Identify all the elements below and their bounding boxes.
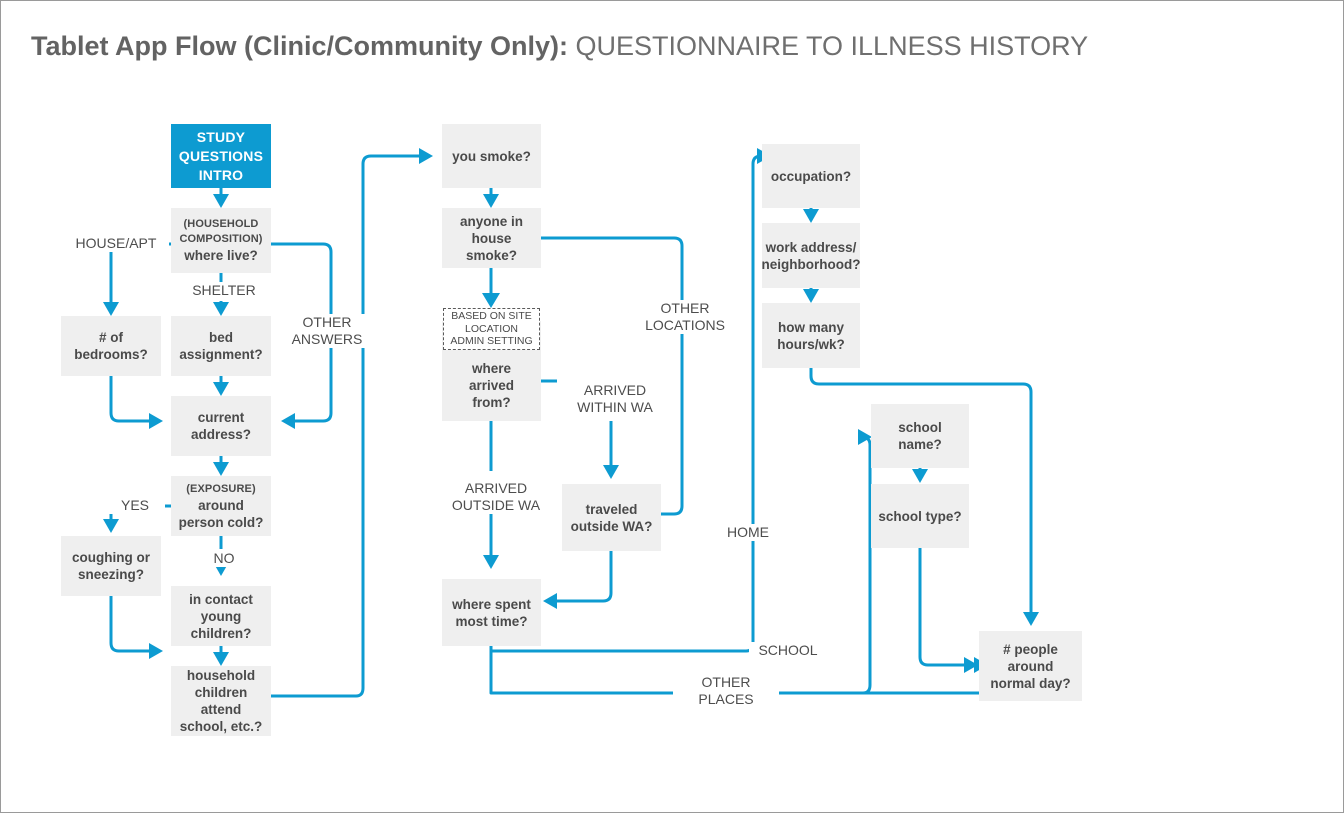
edge-label-other-locations: OTHER LOCATIONS: [627, 300, 743, 334]
node-bed-assignment[interactable]: bed assignment?: [171, 316, 271, 376]
node-sublabel: (EXPOSURE): [186, 482, 256, 495]
node-label: # people around normal day?: [990, 641, 1071, 691]
node-label: traveled outside WA?: [570, 501, 653, 534]
edge-label-other-answers: OTHER ANSWERS: [282, 314, 372, 348]
node-people-around-normal-day[interactable]: # people around normal day?: [979, 631, 1082, 701]
annotation-label: BASED ON SITE LOCATION ADMIN SETTING: [450, 310, 533, 348]
node-school-type[interactable]: school type?: [871, 484, 969, 548]
node-label: household children attend school, etc.?: [179, 668, 263, 734]
node-work-address[interactable]: work address/ neighborhood?: [761, 223, 861, 288]
node-around-person-cold[interactable]: (EXPOSURE) around person cold?: [171, 476, 271, 536]
node-traveled-outside-wa[interactable]: traveled outside WA?: [562, 484, 661, 551]
edge-label-home: HOME: [715, 524, 781, 541]
node-label: where live?: [184, 248, 258, 263]
node-hours-per-week[interactable]: how many hours/wk?: [762, 303, 860, 368]
edge-label-arrived-outside-wa: ARRIVED OUTSIDE WA: [436, 480, 556, 514]
node-sublabel: (HOUSEHOLD COMPOSITION): [179, 218, 263, 245]
node-label: around person cold?: [178, 497, 264, 530]
edge-label-yes: YES: [105, 497, 165, 514]
edge-label-house-apt: HOUSE/APT: [63, 235, 169, 252]
node-coughing-sneezing[interactable]: coughing or sneezing?: [61, 536, 161, 596]
node-label: where spent most time?: [452, 596, 531, 629]
edge-label-arrived-within-wa: ARRIVED WITHIN WA: [557, 382, 673, 416]
node-label: where arrived from?: [468, 361, 515, 410]
edge-label-shelter: SHELTER: [176, 282, 272, 299]
node-school-name[interactable]: school name?: [871, 404, 969, 468]
node-label: current address?: [190, 410, 252, 442]
node-study-questions-intro[interactable]: STUDY QUESTIONS INTRO: [171, 124, 271, 188]
node-current-address[interactable]: current address?: [171, 396, 271, 456]
node-label: you smoke?: [452, 148, 531, 164]
page-title-light: QUESTIONNAIRE TO ILLNESS HISTORY: [567, 31, 1089, 61]
node-label: work address/ neighborhood?: [761, 239, 861, 272]
node-household-children-school[interactable]: household children attend school, etc.?: [171, 666, 271, 736]
edge-label-other-places: OTHER PLACES: [673, 674, 779, 708]
node-anyone-house-smoke[interactable]: anyone in house smoke?: [442, 208, 541, 268]
node-where-live[interactable]: (HOUSEHOLD COMPOSITION) where live?: [171, 208, 271, 273]
page-title-bold: Tablet App Flow (Clinic/Community Only):: [31, 31, 568, 61]
edge-label-school: SCHOOL: [749, 642, 827, 659]
edge-label-no: NO: [195, 550, 253, 567]
annotation-admin-setting: BASED ON SITE LOCATION ADMIN SETTING: [443, 308, 540, 350]
node-label: how many hours/wk?: [777, 319, 845, 352]
node-label: bed assignment?: [179, 330, 263, 362]
node-where-spent-most-time[interactable]: where spent most time?: [442, 579, 541, 646]
node-occupation[interactable]: occupation?: [762, 144, 860, 208]
node-label: # of bedrooms?: [74, 330, 148, 362]
node-label: STUDY QUESTIONS INTRO: [178, 128, 264, 183]
node-bedrooms[interactable]: # of bedrooms?: [61, 316, 161, 376]
node-label: anyone in house smoke?: [459, 213, 523, 263]
node-you-smoke[interactable]: you smoke?: [442, 124, 541, 188]
node-label: occupation?: [770, 168, 852, 184]
node-contact-young-children[interactable]: in contact young children?: [171, 586, 271, 646]
node-label: in contact young children?: [189, 591, 253, 641]
node-label: school name?: [898, 420, 942, 452]
node-label: school type?: [878, 508, 962, 524]
page-title: Tablet App Flow (Clinic/Community Only):…: [31, 29, 1088, 63]
node-label: coughing or sneezing?: [72, 550, 150, 582]
